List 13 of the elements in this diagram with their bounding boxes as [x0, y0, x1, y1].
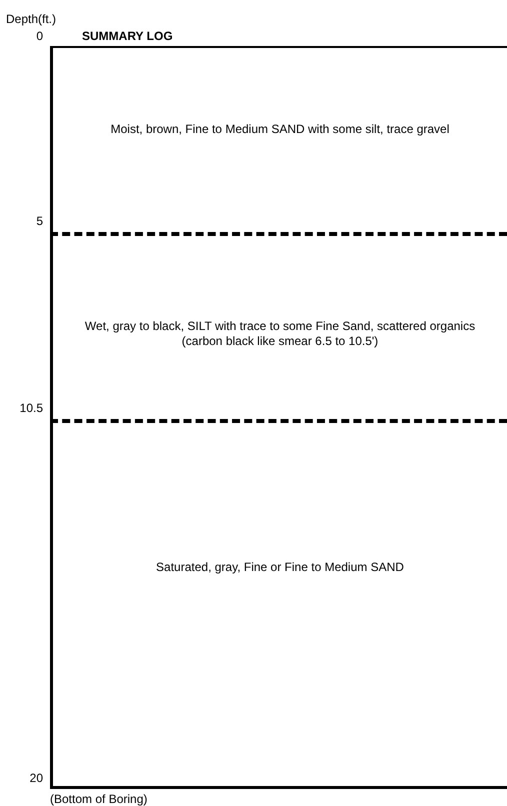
depth-label: 20	[30, 771, 43, 785]
layer-description: Saturated, gray, Fine or Fine to Medium SAND	[155, 560, 405, 575]
depth-label: 10.5	[20, 401, 43, 415]
depth-label: 0	[36, 29, 43, 43]
layer-description: Wet, gray to black, SILT with trace to some Fine Sand, scattered organics (carbon black like smear 6.5 to 10.5')	[84, 319, 476, 349]
log-title: SUMMARY LOG	[82, 29, 173, 43]
soil-layer	[50, 419, 507, 789]
soil-layer	[50, 46, 507, 232]
soil-layer	[50, 232, 507, 419]
boring-end-note: (Bottom of Boring)	[50, 792, 148, 806]
depth-label: 5	[36, 214, 43, 228]
layer-description: Moist, brown, Fine to Medium SAND with some silt, trace gravel	[110, 122, 450, 137]
depth-axis-label: Depth(ft.)	[6, 12, 56, 26]
